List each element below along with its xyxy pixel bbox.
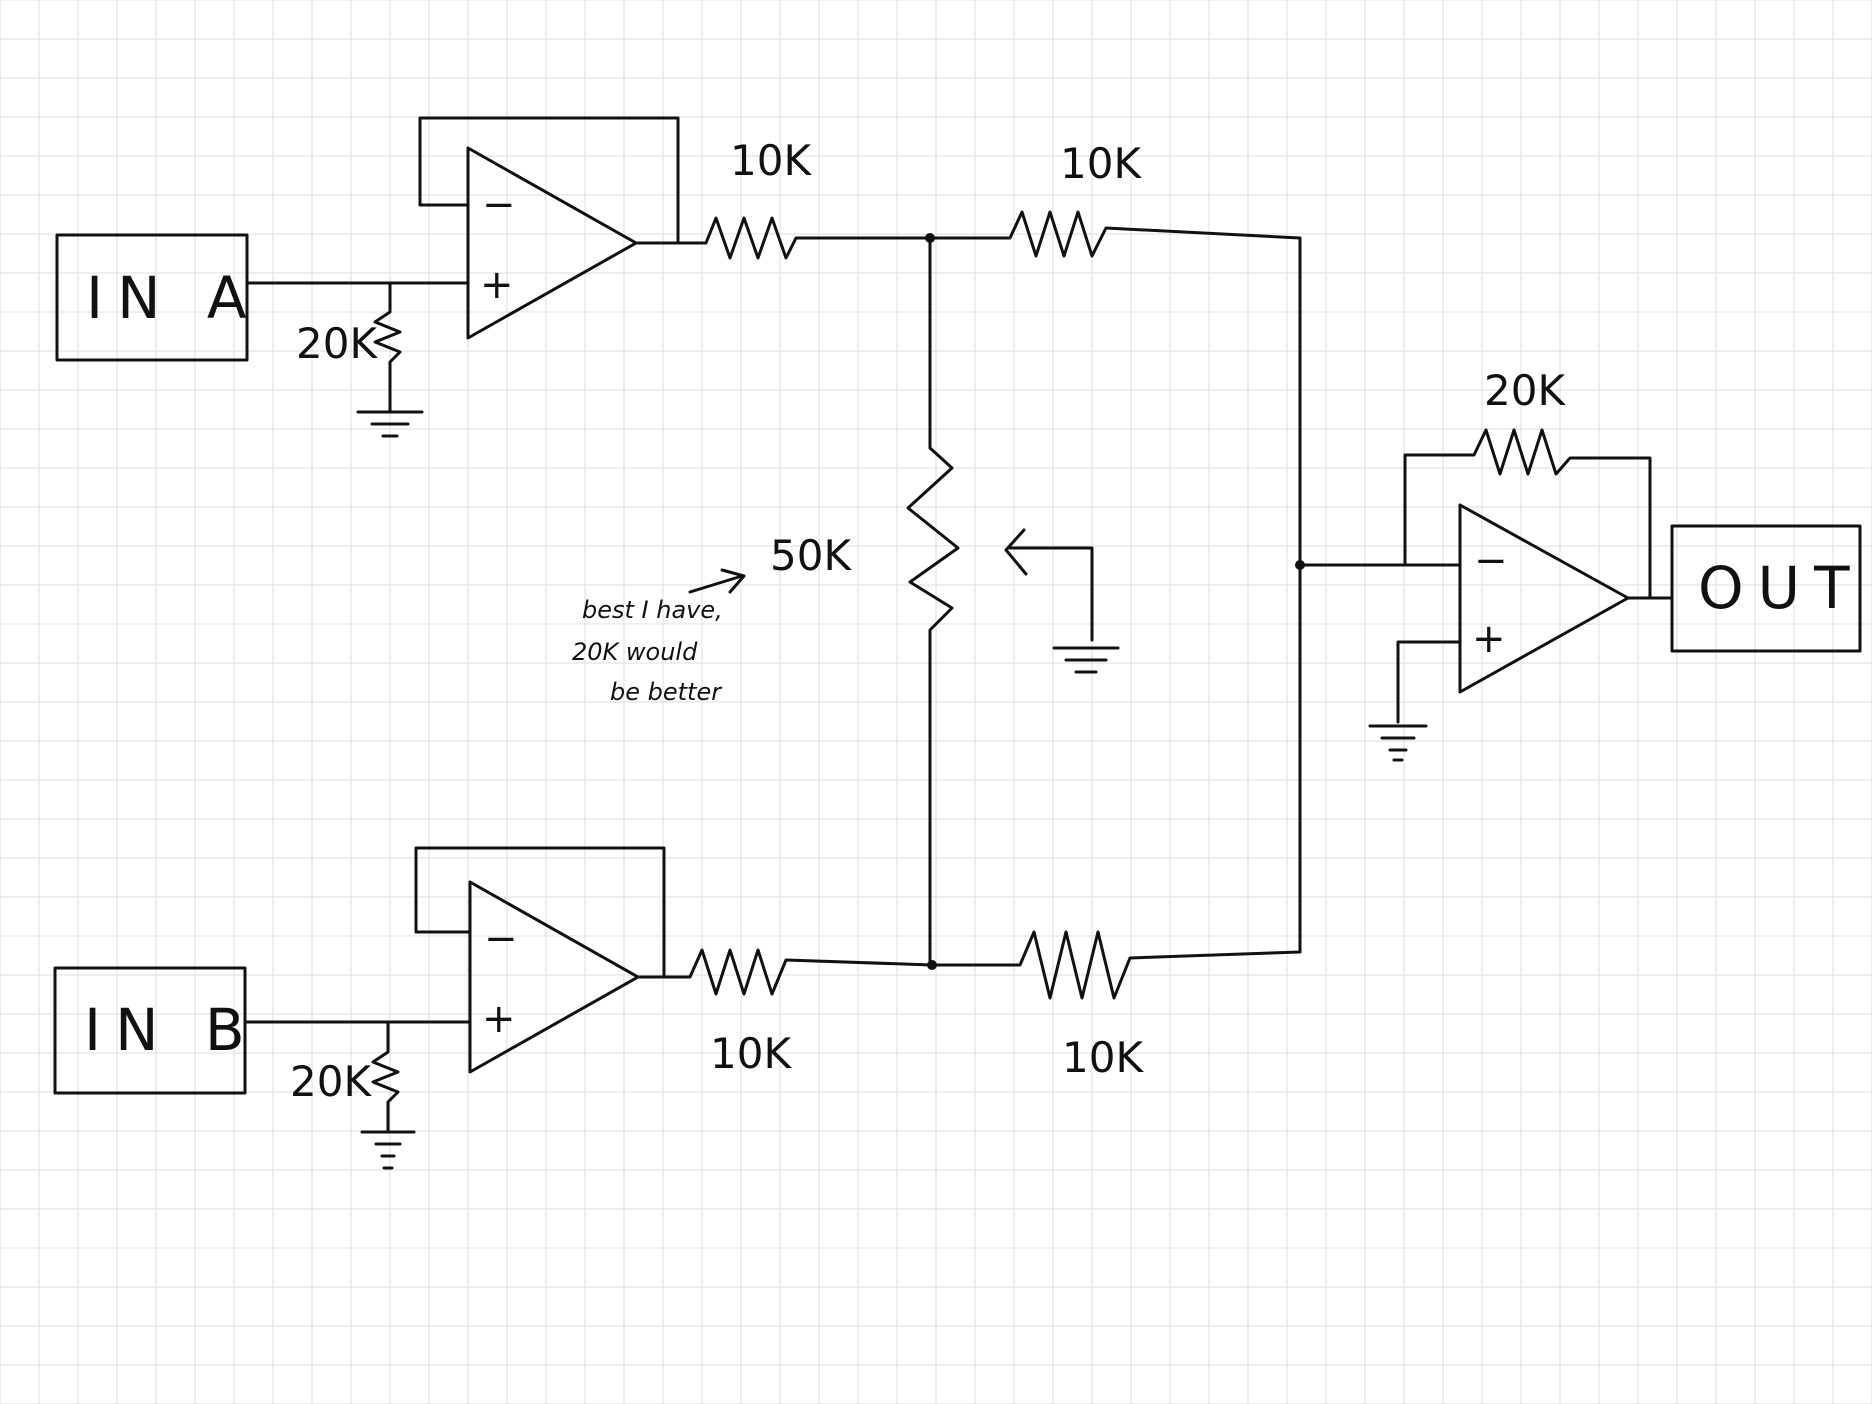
feedback-resistor: [1403, 428, 1652, 600]
resistor-top-right-label: 10K: [1060, 139, 1142, 188]
resistor-buffer-b-out-label: 10K: [710, 1029, 792, 1078]
opamp-a-triangle: [466, 146, 638, 340]
note-line-3: be better: [610, 678, 723, 706]
resistor-bottom-right-label: 10K: [1062, 1033, 1144, 1082]
ground-symbol-out: [1368, 724, 1428, 762]
ground-symbol-a: [356, 410, 424, 438]
output-label: OUT: [1698, 554, 1864, 622]
opamp-out: − +: [1458, 503, 1630, 694]
input-b-label: IN B: [84, 996, 259, 1064]
potentiometer-wiper: [1004, 528, 1094, 642]
resistor-buffer-a-out: [634, 216, 932, 260]
opamp-b: − +: [468, 880, 640, 1074]
opamp-b-minus: −: [484, 916, 518, 962]
input-a-box: [55, 233, 249, 362]
junction-summing: [1295, 560, 1305, 570]
input-b-pulldown-label: 20K: [290, 1057, 372, 1106]
input-a-pulldown-wire: [373, 281, 402, 414]
note-arrow: [688, 568, 746, 594]
resistor-bottom-right: [930, 563, 1302, 1000]
ground-symbol-b: [360, 1130, 416, 1170]
opamp-out-plus: +: [1472, 616, 1506, 662]
ground-symbol-pot: [1052, 646, 1120, 674]
resistor-top-right: [928, 210, 1302, 567]
potentiometer-label: 50K: [770, 531, 852, 580]
noninverting-ground-wire: [1396, 640, 1462, 724]
opamp-out-triangle: [1458, 503, 1630, 694]
input-b-box: [53, 966, 247, 1095]
opamp-out-minus: −: [1474, 538, 1508, 584]
potentiometer: [906, 236, 960, 967]
input-a-pulldown-label: 20K: [296, 319, 378, 368]
opamp-a-plus: +: [480, 262, 514, 308]
opamp-b-triangle: [468, 880, 640, 1074]
opamp-b-plus: +: [482, 996, 516, 1042]
note-line-1: best I have,: [582, 596, 723, 624]
input-b-pulldown-wire: [371, 1020, 400, 1134]
resistor-buffer-b-out: [636, 948, 934, 996]
output-box: [1670, 524, 1862, 653]
feedback-resistor-label: 20K: [1484, 366, 1566, 415]
input-a-label: IN A: [86, 264, 261, 332]
opamp-a-feedback-wire: [418, 116, 680, 245]
opamp-a-minus: −: [482, 182, 516, 228]
resistor-buffer-a-out-label: 10K: [730, 136, 812, 185]
opamp-b-feedback-wire: [414, 846, 666, 979]
opamp-a: − +: [466, 146, 638, 340]
note-line-2: 20K would: [572, 638, 698, 666]
